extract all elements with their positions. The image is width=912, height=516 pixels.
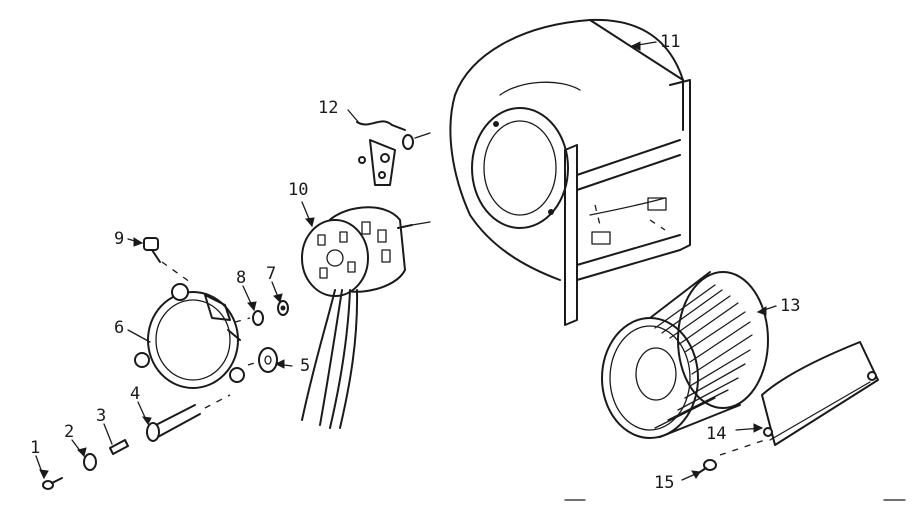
callout-7: 7 xyxy=(266,264,277,284)
callout-14: 14 xyxy=(706,424,727,444)
callout-5: 5 xyxy=(300,356,311,376)
callout-3: 3 xyxy=(96,406,107,426)
part-13-blower-wheel xyxy=(601,271,769,439)
part-15-screw xyxy=(699,459,717,473)
part-11-blower-housing xyxy=(449,18,691,326)
part-14-cutoff-plate xyxy=(719,341,879,456)
part-2-washer xyxy=(83,453,97,471)
callout-2: 2 xyxy=(64,422,75,442)
callout-15: 15 xyxy=(654,473,675,493)
callout-11: 11 xyxy=(660,32,681,52)
callout-1: 1 xyxy=(30,438,41,458)
part-1-screw xyxy=(42,477,63,490)
part-4-shaft-bushing xyxy=(146,394,231,442)
callout-4: 4 xyxy=(130,384,141,404)
part-12-clip-bracket xyxy=(356,120,431,186)
part-9-screw xyxy=(143,237,191,283)
callout-13: 13 xyxy=(780,296,801,316)
part-3-spacer xyxy=(109,439,129,455)
part-8-washer xyxy=(234,310,264,326)
part-6-motor-mount xyxy=(134,283,245,389)
callout-10: 10 xyxy=(288,180,309,200)
callout-6: 6 xyxy=(114,318,125,338)
callout-9: 9 xyxy=(114,229,125,249)
part-7-nut xyxy=(277,300,289,316)
callout-8: 8 xyxy=(236,268,247,288)
callout-12: 12 xyxy=(318,98,339,118)
callout-leaders xyxy=(35,41,906,501)
part-5-grommet xyxy=(247,347,278,373)
part-10-motor xyxy=(301,206,431,429)
